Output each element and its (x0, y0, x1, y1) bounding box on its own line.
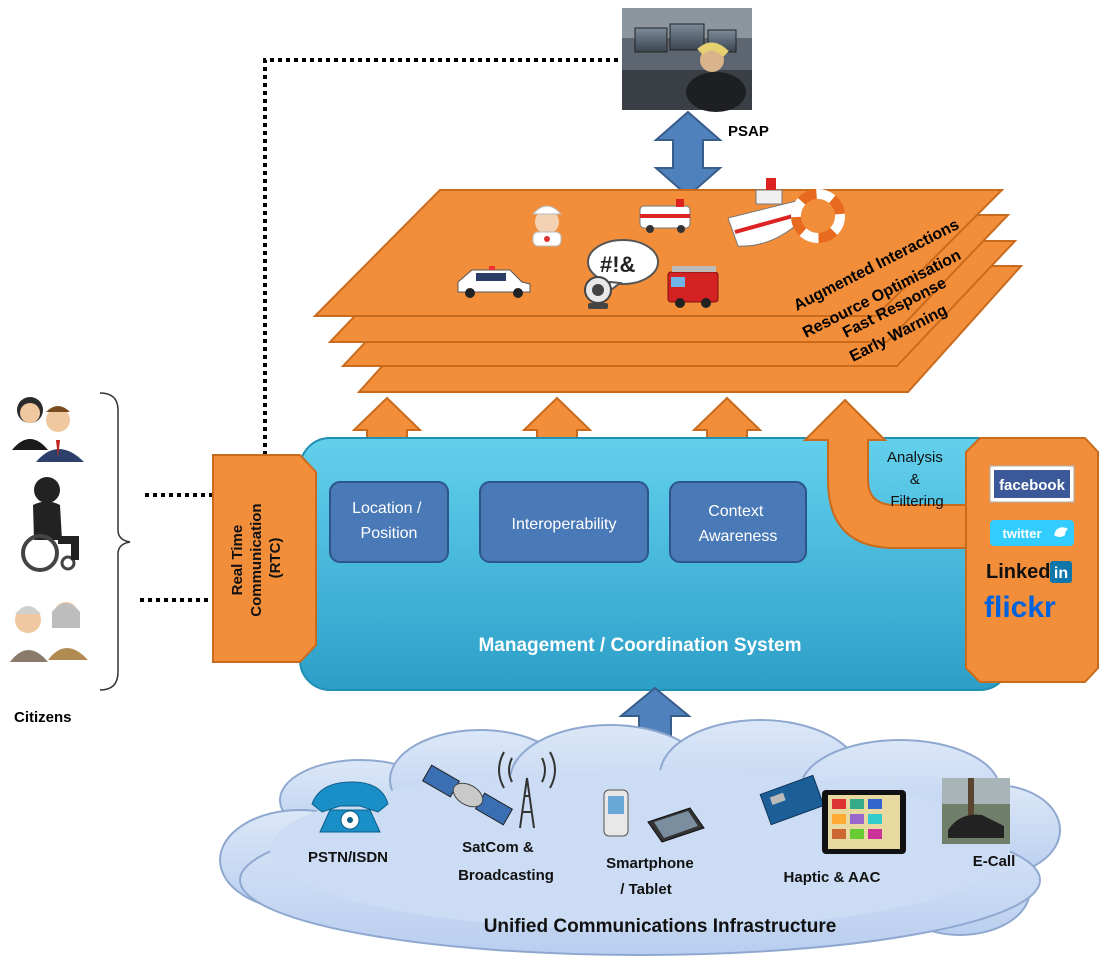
smartphone-label-line1: Smartphone (606, 855, 694, 872)
facebook-logo: facebook (989, 465, 1075, 503)
satcom-label-line1: SatCom & (462, 839, 534, 856)
rtc-to-psap-dotted-line (263, 58, 620, 455)
rtc-label-line1: Real Time (229, 525, 246, 596)
infrastructure-title: Unified Communications Infrastructure (484, 916, 837, 937)
lifebuoy-icon (791, 189, 845, 243)
psap-label: PSAP (728, 123, 769, 140)
business-people-icon (12, 397, 84, 462)
management-label: Management / Coordination System (478, 635, 801, 656)
rtc-label-line3: (RTC) (267, 538, 284, 579)
satellite-icon (421, 764, 514, 826)
svg-text:Analysis & Filtering: Analysis & Filtering (887, 449, 947, 510)
facebook-text: facebook (999, 477, 1066, 494)
police-car-icon (457, 266, 531, 298)
psap-double-arrow (653, 110, 723, 198)
module-interoperability: Interoperability (479, 481, 649, 563)
ambulance-icon (639, 199, 691, 233)
dotted-connectors (140, 58, 1000, 602)
module-location: Location / Position (329, 481, 449, 563)
elderly-couple-icon (10, 602, 88, 662)
svg-text:Context Awareness: Context Awareness (699, 503, 778, 545)
twitter-text: twitter (1003, 526, 1042, 541)
linkedin-text: Linked (986, 561, 1050, 583)
telephone-icon (311, 781, 389, 833)
rtc-panel (212, 454, 317, 663)
ship-icon (727, 178, 801, 247)
citizens-label: Citizens (14, 709, 72, 726)
psap-photo (622, 8, 752, 112)
tablet-icon (647, 807, 705, 843)
analysis-label-line2: & (910, 471, 920, 488)
svg-text:Real Time Communication: Real Time Communication (RTC) (229, 499, 284, 617)
rtc-label-line2: Communication (248, 503, 265, 616)
satcom-label-line2: Broadcasting (458, 867, 554, 884)
wheelchair-user-icon (21, 477, 79, 572)
module-location-line1: Location / (352, 500, 422, 517)
ecall-label: E-Call (973, 853, 1016, 870)
linkedin-in-text: in (1054, 565, 1068, 582)
module-location-line2: Position (361, 525, 418, 542)
flickr-logo: flickr (984, 591, 1056, 624)
citizens-group (10, 392, 131, 691)
module-context-line2: Awareness (699, 528, 778, 545)
antenna-tower-icon (498, 751, 556, 829)
svg-text:Location / Position: Location / Position (352, 500, 426, 542)
pstn-label: PSTN/ISDN (308, 849, 388, 866)
aac-tablet-icon (822, 790, 906, 854)
fire-truck-icon (667, 266, 719, 308)
haptic-label: Haptic & AAC (784, 869, 881, 886)
analysis-label-line1: Analysis (887, 449, 943, 466)
smartphone-icon (603, 789, 629, 837)
chat-symbol: #!& (600, 252, 636, 277)
arduino-board-icon (759, 774, 825, 826)
car-crash-photo (942, 778, 1010, 844)
svg-text:SatCom & Broadcasting: SatCom & Broadcasting (458, 839, 554, 884)
chat-webcam-icon: #!& (584, 239, 659, 309)
analysis-label-line3: Filtering (890, 493, 943, 510)
module-interop-label: Interoperability (512, 516, 617, 533)
twitter-logo: twitter (990, 520, 1074, 546)
module-context: Context Awareness (669, 481, 807, 563)
svg-text:Smartphone / Tablet: Smartphone / Tablet (606, 855, 698, 898)
module-context-line1: Context (708, 503, 764, 520)
citizens-brace (99, 392, 131, 691)
linkedin-logo: Linked in (986, 561, 1072, 583)
smartphone-label-line2: / Tablet (620, 881, 671, 898)
flickr-text: flickr (984, 591, 1056, 624)
analysis-curved-arrow (802, 398, 971, 549)
nurse-icon (531, 205, 563, 247)
